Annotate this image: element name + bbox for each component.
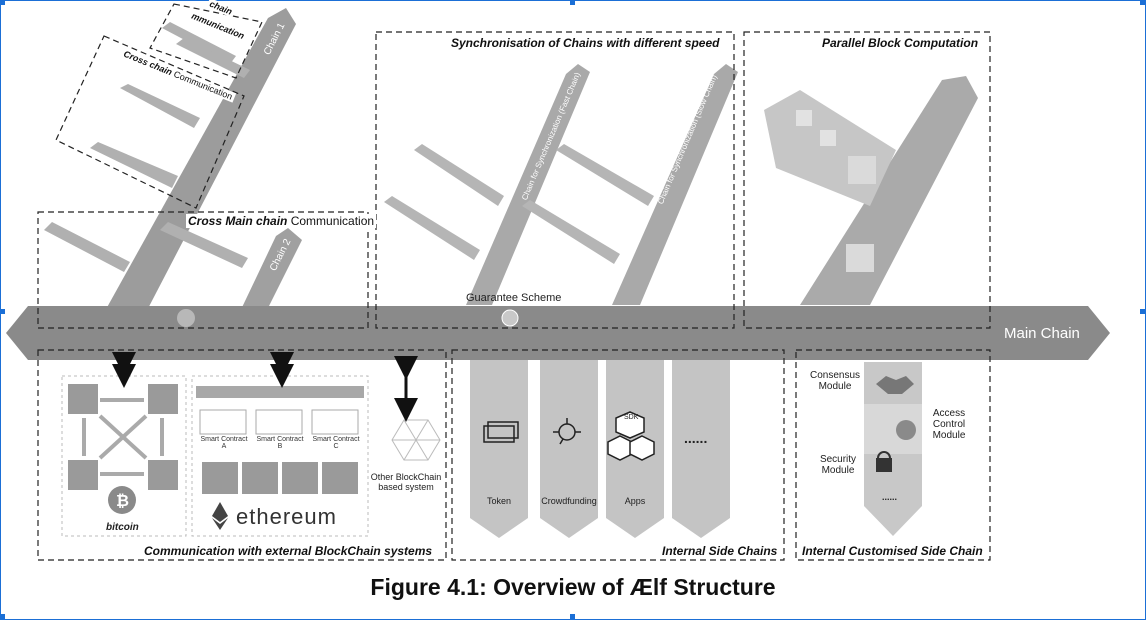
parallel-title: Parallel Block Computation bbox=[820, 36, 981, 50]
resize-handle-bottom-center[interactable] bbox=[570, 614, 575, 619]
slow-chain-beam bbox=[522, 64, 738, 305]
chain-2-beam bbox=[236, 228, 302, 320]
parallel-box bbox=[743, 31, 991, 329]
external-arrows bbox=[112, 352, 418, 422]
cross-chain-top-box bbox=[149, 3, 263, 79]
sdk-label: SDK bbox=[624, 414, 639, 421]
money-icon bbox=[483, 421, 519, 443]
resize-handle-top-center[interactable] bbox=[570, 0, 575, 5]
bitcoin-label: bitcoin bbox=[106, 522, 139, 533]
guarantee-scheme-label: Guarantee Scheme bbox=[466, 292, 562, 304]
lock-icon bbox=[876, 458, 892, 472]
cross-main-chain-title: Cross Main chain Communication bbox=[186, 214, 377, 228]
sdk-cubes-icon bbox=[607, 411, 655, 461]
resize-handle-bottom-left[interactable] bbox=[0, 614, 5, 619]
cross-chain-branches bbox=[44, 22, 250, 272]
resize-handle-middle-left[interactable] bbox=[0, 309, 5, 314]
ethereum-label: ethereum bbox=[236, 504, 337, 529]
chain-1-beam bbox=[100, 8, 296, 320]
main-chain-label: Main Chain bbox=[1004, 325, 1080, 342]
crowdfunding-icon bbox=[553, 418, 581, 445]
side-chain-apps: Apps bbox=[624, 496, 646, 506]
side-chain-crowdfunding: Crowdfunding bbox=[541, 496, 597, 506]
ethereum-network bbox=[191, 375, 369, 537]
custom-side-chain bbox=[864, 362, 922, 536]
resize-handle-top-left[interactable] bbox=[0, 0, 5, 5]
ethereum-icon bbox=[212, 502, 228, 522]
resize-handle-middle-right[interactable] bbox=[1140, 309, 1145, 314]
handshake-icon bbox=[876, 376, 914, 394]
side-chain-more: ...... bbox=[684, 430, 708, 446]
parallel-chain-beam bbox=[764, 76, 978, 305]
bitcoin-network: ₿ bbox=[61, 375, 187, 537]
sync-title: Synchronisation of Chains with different… bbox=[449, 36, 722, 50]
external-box bbox=[37, 349, 447, 561]
resize-handle-top-right[interactable] bbox=[1140, 0, 1145, 5]
internal-custom-title: Internal Customised Side Chain bbox=[800, 544, 985, 558]
internal-custom-box bbox=[795, 349, 991, 561]
internal-side-box bbox=[451, 349, 785, 561]
cross-main-chain-box bbox=[37, 211, 369, 329]
sync-box bbox=[375, 31, 735, 329]
cross-chain-box bbox=[55, 35, 245, 209]
custom-module-more: ...... bbox=[882, 492, 898, 502]
side-chain-arrows bbox=[470, 360, 730, 538]
fast-chain-beam bbox=[384, 64, 590, 305]
side-chain-token: Token bbox=[486, 496, 512, 506]
main-chain-beam bbox=[6, 306, 1110, 360]
external-title: Communication with external BlockChain s… bbox=[142, 544, 435, 558]
bitcoin-icon bbox=[108, 486, 136, 514]
other-blockchain-network bbox=[391, 419, 441, 461]
key-icon bbox=[896, 420, 916, 440]
internal-side-title: Internal Side Chains bbox=[660, 544, 780, 558]
svg-text:₿: ₿ bbox=[116, 492, 129, 510]
figure-caption: Figure 4.1: Overview of Ælf Structure bbox=[370, 574, 776, 600]
